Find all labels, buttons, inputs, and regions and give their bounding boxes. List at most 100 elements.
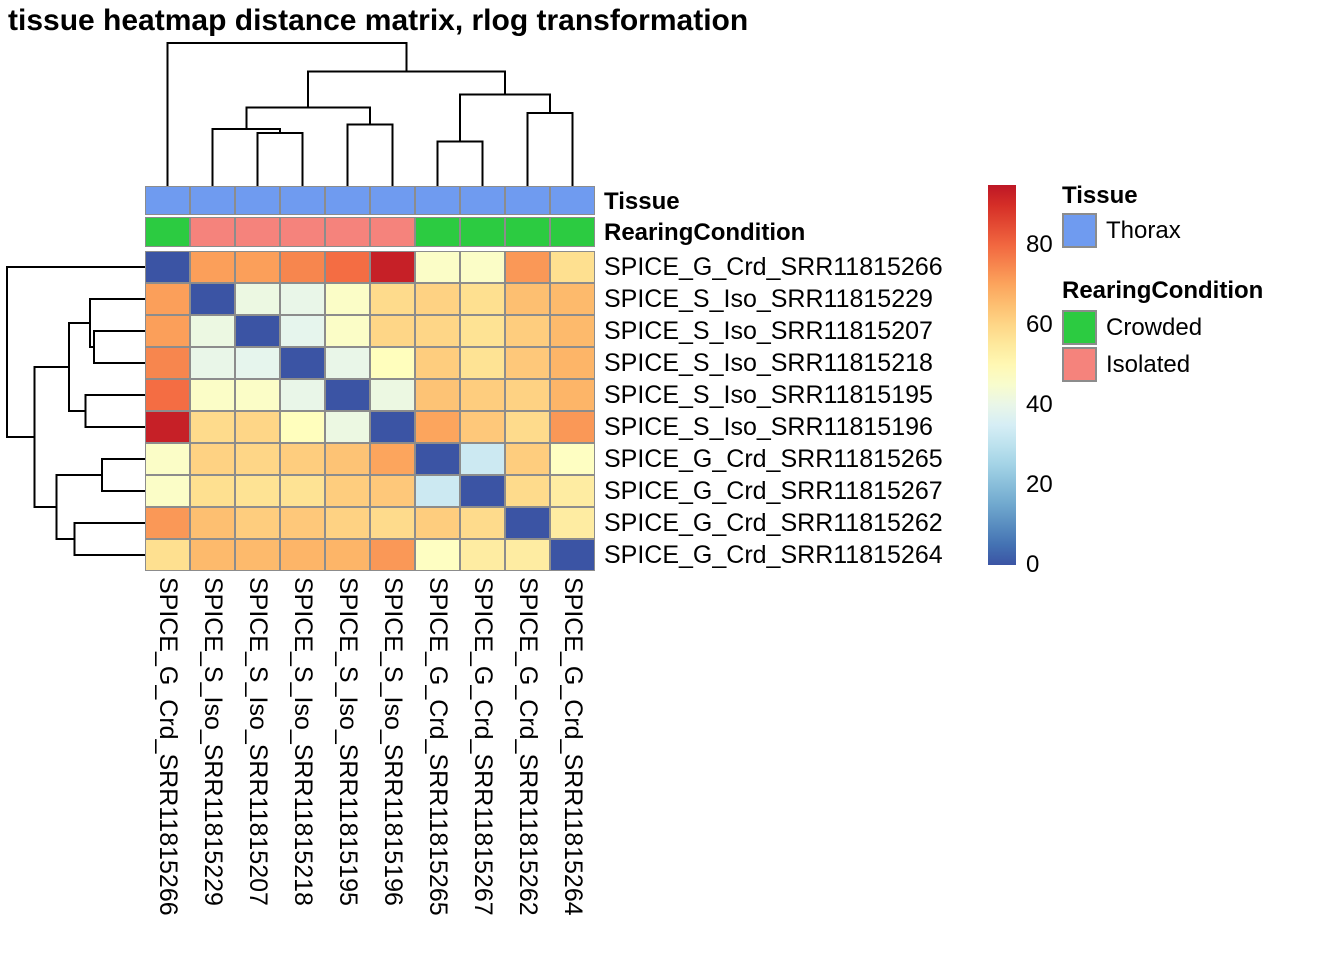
annotation-title-rearing: RearingCondition <box>604 219 806 246</box>
heatmap-cell <box>235 283 280 315</box>
heatmap-cell <box>505 475 550 507</box>
heatmap-cell <box>550 251 595 283</box>
heatmap-cell <box>550 443 595 475</box>
row-label: SPICE_S_Iso_SRR11815229 <box>604 285 933 313</box>
rearing-annotation-cell <box>280 217 325 247</box>
heatmap-cell <box>415 251 460 283</box>
heatmap-cell <box>550 411 595 443</box>
heatmap-cell <box>325 411 370 443</box>
heatmap-cell <box>235 315 280 347</box>
rearing-annotation-cell <box>325 217 370 247</box>
heatmap-cell <box>415 411 460 443</box>
heatmap-cell <box>145 315 190 347</box>
colorbar-tick-label: 60 <box>1026 311 1053 338</box>
heatmap-cell <box>370 251 415 283</box>
heatmap-cell <box>280 379 325 411</box>
heatmap-cell <box>145 539 190 571</box>
heatmap-cell <box>190 315 235 347</box>
heatmap-cell <box>460 347 505 379</box>
heatmap-cell <box>370 347 415 379</box>
heatmap-cell <box>190 443 235 475</box>
column-label: SPICE_G_Crd_SRR11815265 <box>423 577 452 916</box>
heatmap-cell <box>415 507 460 539</box>
heatmap-cell <box>460 475 505 507</box>
heatmap-cell <box>145 379 190 411</box>
heatmap-cell <box>145 251 190 283</box>
annotation-title-tissue: Tissue <box>604 188 680 215</box>
row-label: SPICE_S_Iso_SRR11815195 <box>604 381 933 409</box>
column-label: SPICE_S_Iso_SRR11815196 <box>378 577 407 906</box>
heatmap-cell <box>505 315 550 347</box>
heatmap-cell <box>280 475 325 507</box>
heatmap-cell <box>505 347 550 379</box>
heatmap-cell <box>145 283 190 315</box>
heatmap-cell <box>190 539 235 571</box>
legend-isolated-label: Isolated <box>1106 351 1191 378</box>
heatmap-cell <box>280 443 325 475</box>
heatmap-cell <box>145 443 190 475</box>
heatmap-cell <box>415 443 460 475</box>
heatmap-cell <box>325 507 370 539</box>
heatmap-cell <box>415 379 460 411</box>
heatmap-cell <box>460 283 505 315</box>
heatmap-cell <box>550 507 595 539</box>
rearing-annotation-cell <box>505 217 550 247</box>
heatmap-cell <box>190 251 235 283</box>
column-label: SPICE_G_Crd_SRR11815262 <box>513 577 542 916</box>
rearing-annotation-cell <box>415 217 460 247</box>
heatmap-cell <box>280 411 325 443</box>
legend-rearing-title: RearingCondition <box>1062 277 1264 304</box>
colorbar-tick-label: 40 <box>1026 391 1053 418</box>
heatmap-cell <box>370 283 415 315</box>
heatmap-cell <box>550 539 595 571</box>
tissue-annotation-cell <box>550 186 595 215</box>
row-label: SPICE_G_Crd_SRR11815264 <box>604 541 943 569</box>
colorbar-tick-label: 80 <box>1026 231 1053 258</box>
heatmap-cell <box>550 347 595 379</box>
tissue-annotation-cell <box>280 186 325 215</box>
heatmap-cell <box>505 411 550 443</box>
heatmap-cell <box>325 347 370 379</box>
heatmap-cell <box>325 283 370 315</box>
heatmap-cell <box>190 411 235 443</box>
tissue-annotation-cell <box>415 186 460 215</box>
heatmap-cell <box>460 315 505 347</box>
legend-tissue-title: Tissue <box>1062 182 1138 209</box>
heatmap-cell <box>325 443 370 475</box>
heatmap-cell <box>235 379 280 411</box>
heatmap-cell <box>460 443 505 475</box>
heatmap-cell <box>145 475 190 507</box>
heatmap-cell <box>280 539 325 571</box>
column-label: SPICE_S_Iso_SRR11815229 <box>198 577 227 906</box>
row-label: SPICE_G_Crd_SRR11815266 <box>604 253 943 281</box>
rearing-annotation-cell <box>370 217 415 247</box>
heatmap-cell <box>235 443 280 475</box>
heatmap-cell <box>550 475 595 507</box>
row-label: SPICE_S_Iso_SRR11815196 <box>604 413 933 441</box>
column-label: SPICE_S_Iso_SRR11815207 <box>243 577 272 906</box>
heatmap-cell <box>325 315 370 347</box>
column-label: SPICE_G_Crd_SRR11815266 <box>153 577 182 916</box>
heatmap-cell <box>370 443 415 475</box>
heatmap-cell <box>190 283 235 315</box>
tissue-annotation-cell <box>325 186 370 215</box>
rearing-annotation-cell <box>460 217 505 247</box>
tissue-annotation-cell <box>235 186 280 215</box>
heatmap-cell <box>505 379 550 411</box>
heatmap-cell <box>460 251 505 283</box>
heatmap-cell <box>550 283 595 315</box>
row-label: SPICE_G_Crd_SRR11815265 <box>604 445 943 473</box>
legend-crowded-label: Crowded <box>1106 314 1203 341</box>
heatmap-cell <box>235 347 280 379</box>
heatmap-cell <box>325 379 370 411</box>
heatmap-cell <box>325 539 370 571</box>
colorbar-gradient <box>988 185 1016 565</box>
row-label: SPICE_G_Crd_SRR11815267 <box>604 477 943 505</box>
row-dendrogram <box>6 266 145 556</box>
heatmap-cell <box>460 411 505 443</box>
colorbar-tick-label: 0 <box>1026 551 1040 578</box>
heatmap-cell <box>235 507 280 539</box>
column-label: SPICE_S_Iso_SRR11815195 <box>333 577 362 906</box>
heatmap-cell <box>190 379 235 411</box>
